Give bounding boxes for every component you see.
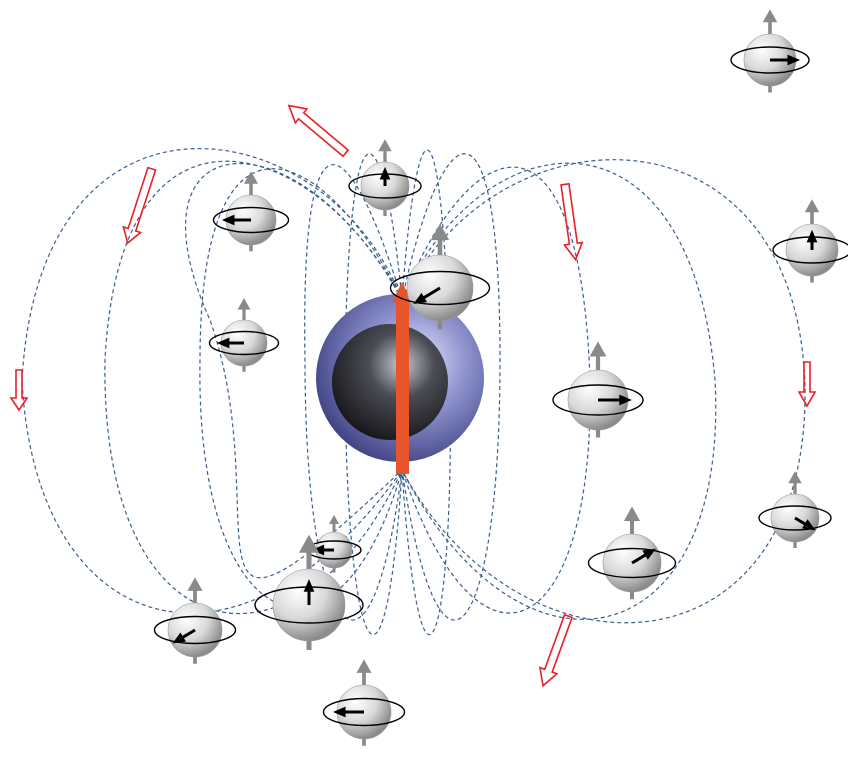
spin-axis-arrowhead [589, 341, 607, 357]
spin-near-nucleus [389, 223, 491, 330]
spin-bottom [322, 659, 406, 746]
spin-vector-arrowhead [642, 548, 656, 560]
central-magnetic-moment [396, 300, 409, 474]
spin-axis-arrowhead [378, 139, 392, 152]
precession-ring [552, 384, 644, 416]
spin-vector-arrowhead [619, 394, 632, 406]
field-arrows [9, 104, 817, 688]
nucleus-core [332, 324, 448, 440]
spin-vector-arrowhead [413, 292, 428, 304]
spin-vector-arrowhead [221, 214, 235, 226]
field-line [401, 149, 452, 636]
spin-right-upper [772, 199, 848, 283]
precession-ring [322, 697, 406, 727]
spin-vector-arrowhead [172, 632, 186, 644]
spin-vector-arrowhead [332, 706, 346, 718]
field-arrow-right-outer [797, 361, 817, 408]
field-arrow-lower-right [539, 613, 574, 688]
field-line [304, 164, 403, 621]
spin-lower-center [254, 534, 364, 650]
spin-mid-left [208, 298, 280, 372]
spin-lower-right [587, 506, 677, 600]
spin-axis-arrowhead [187, 577, 203, 591]
spin-axis-arrowhead [788, 471, 802, 484]
nucleus [316, 282, 484, 474]
spin-vector-arrowhead [311, 544, 325, 556]
precession-ring [758, 505, 832, 531]
spin-axis-arrowhead [237, 298, 251, 310]
spin-axis-arrowhead [328, 514, 340, 524]
spin-axis-arrowhead [430, 223, 450, 241]
spin-axis-arrowhead [804, 199, 820, 213]
spin-vector-arrowhead [303, 579, 315, 592]
precession-ring [730, 46, 810, 74]
spin-axis-arrowhead [762, 9, 778, 23]
spin-axis-arrowhead [623, 506, 641, 521]
spin-vector-arrowhead [787, 54, 801, 66]
precession-ring [587, 547, 677, 579]
precession-ring [389, 270, 491, 306]
spin-mid-right [552, 341, 644, 438]
spin-vector-arrowhead [216, 337, 230, 349]
spin-axis-arrowhead [298, 534, 320, 553]
precession-ring [153, 615, 237, 645]
field-arrow-right-upper [560, 182, 584, 262]
precession-ring [212, 206, 290, 234]
field-arrow-top-center [287, 104, 350, 158]
field-line [185, 162, 403, 579]
field-arrow-left-outer [9, 369, 29, 412]
spin-vector-arrowhead [802, 519, 816, 531]
spin-right-lower [758, 471, 832, 548]
spin-lower-center-small [306, 514, 362, 573]
spin-top-right [730, 9, 810, 93]
spins [153, 9, 848, 746]
field-line [401, 153, 501, 621]
spin-vector-arrowhead [806, 229, 818, 243]
spin-lower-left [153, 577, 237, 664]
field-arrow-upper-left [122, 166, 157, 245]
field-line [401, 159, 806, 624]
spin-axis-arrowhead [356, 659, 372, 673]
spin-upper-left [212, 171, 290, 252]
spin-top-center [348, 139, 422, 216]
spin-axis-arrowhead [244, 171, 258, 184]
precession-ring [208, 330, 280, 356]
field-line [401, 162, 717, 620]
spin-vector-arrowhead [379, 166, 391, 180]
